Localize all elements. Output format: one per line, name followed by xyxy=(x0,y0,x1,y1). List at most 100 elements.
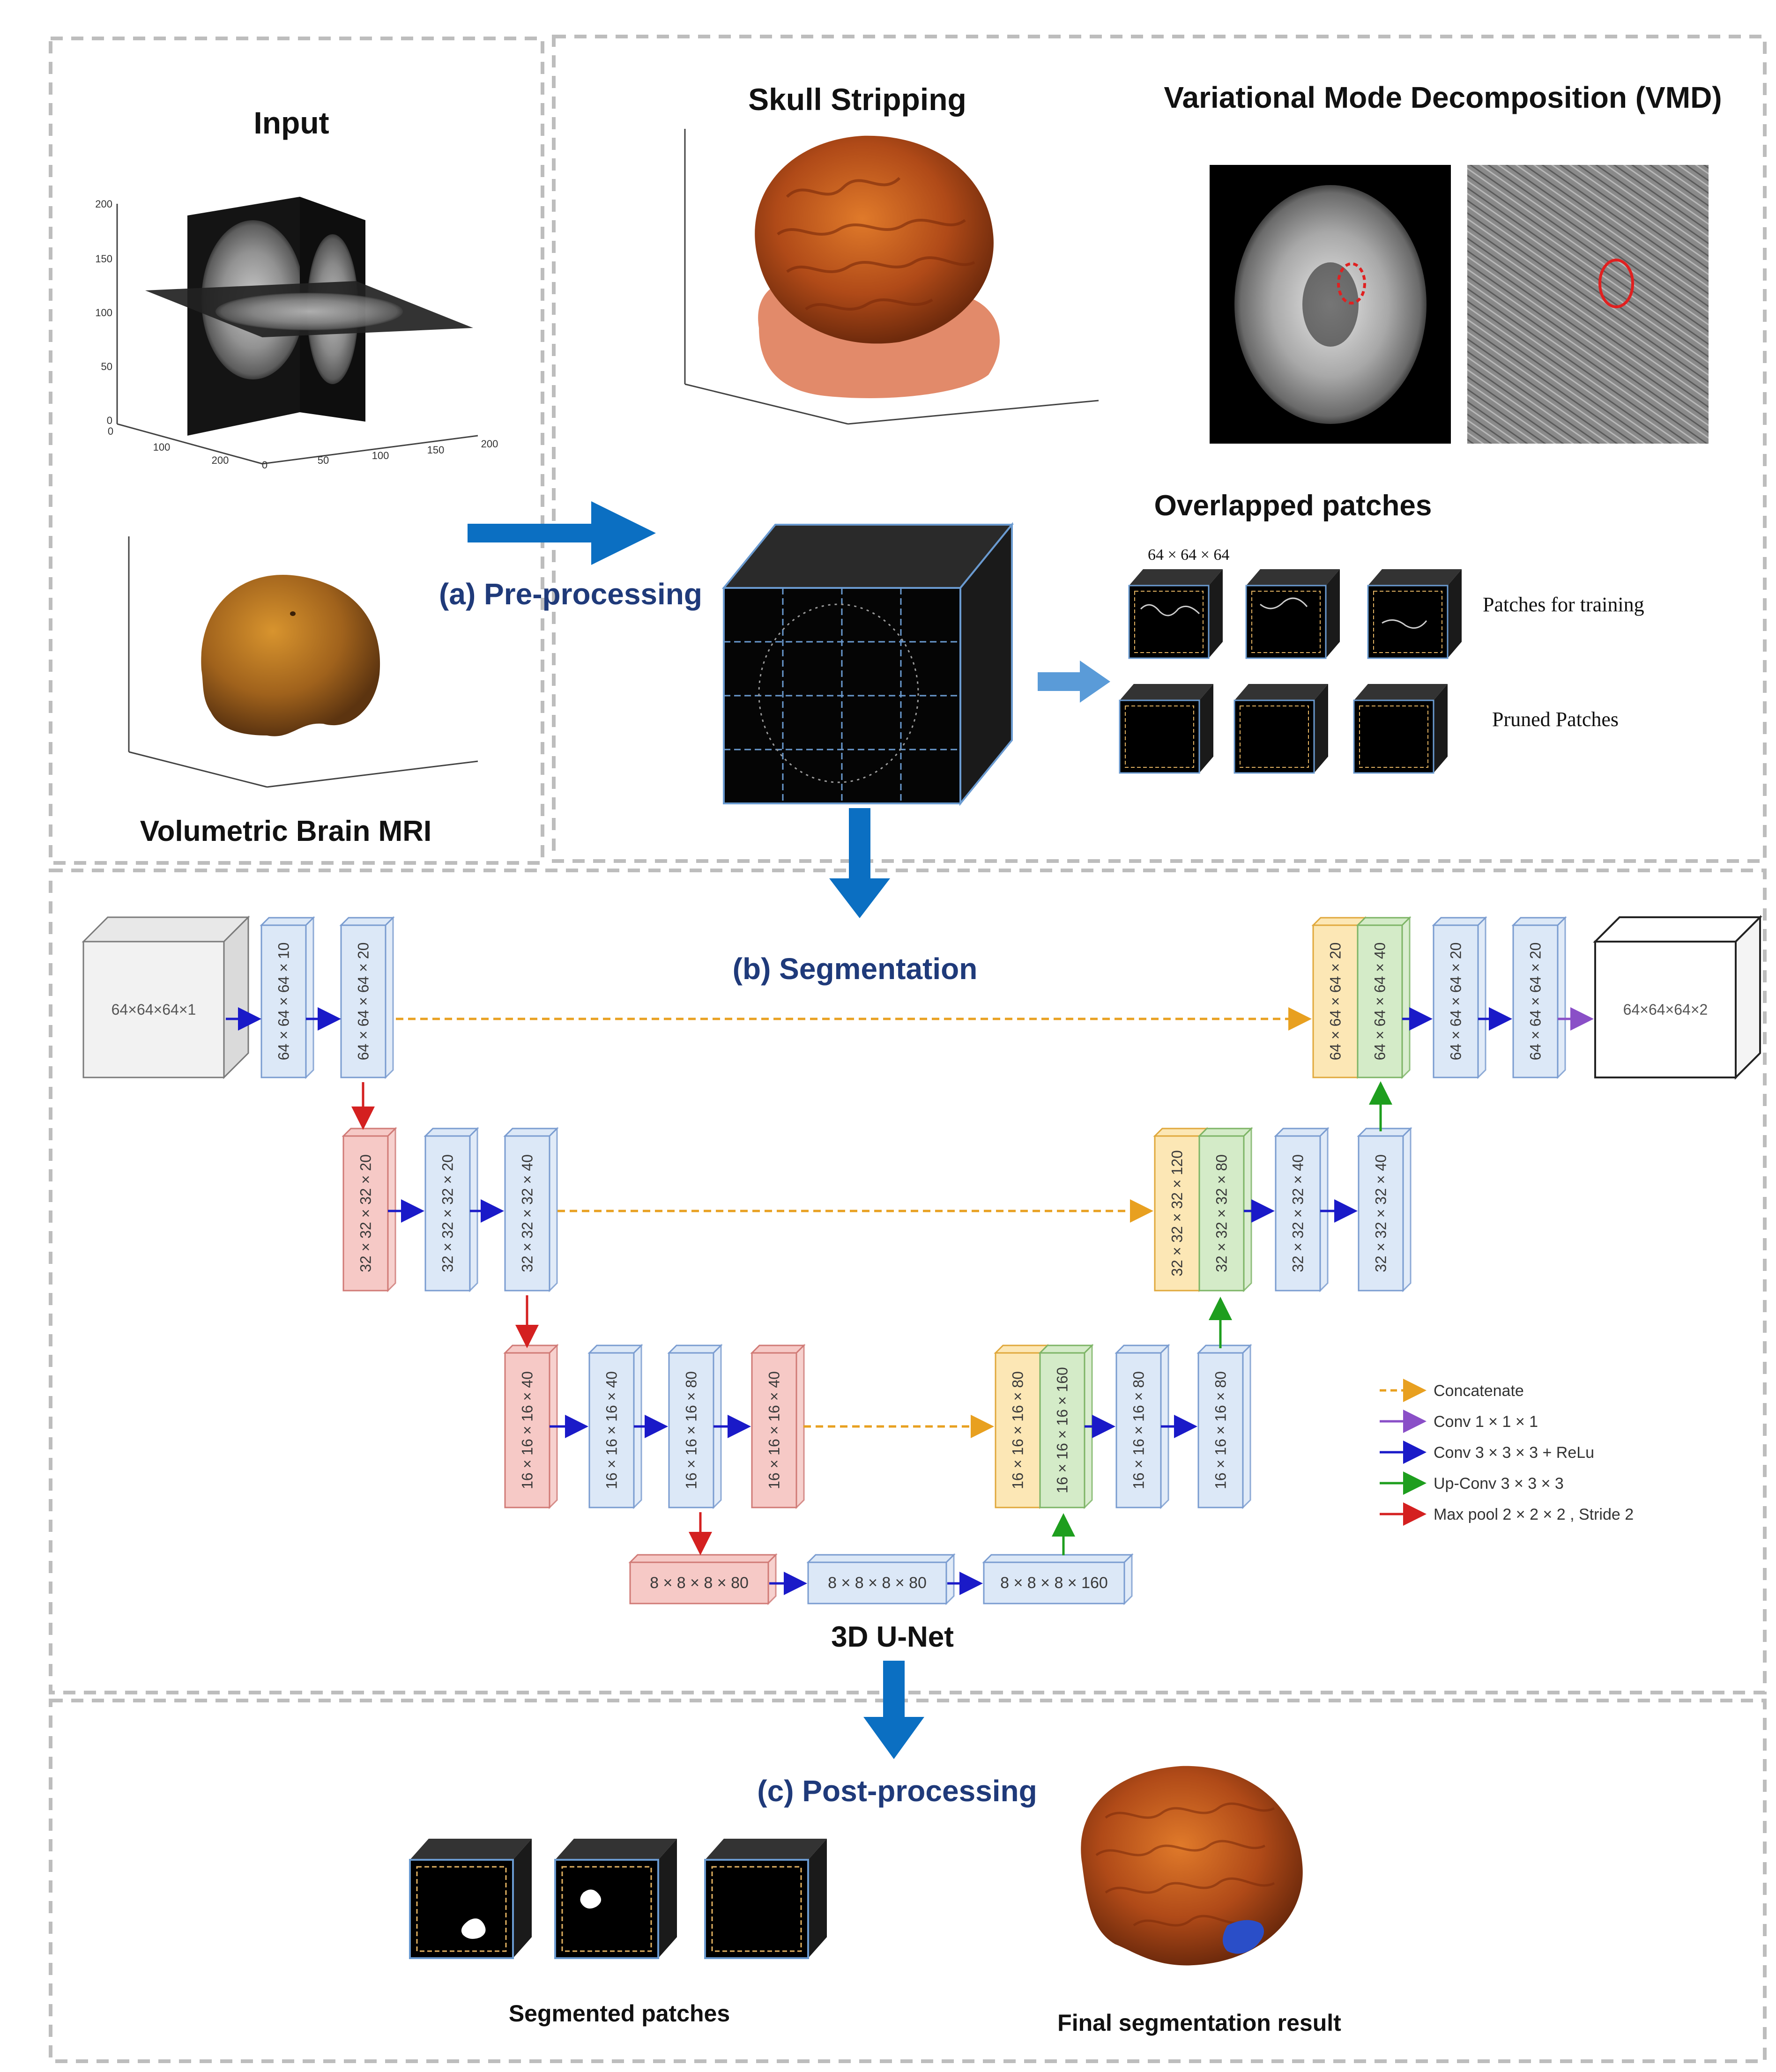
dec3-block-2: 16 × 16 × 16 × 80 xyxy=(1196,1344,1252,1509)
dec1-block-1: 64 × 64 × 64 × 20 xyxy=(1432,916,1487,1079)
block-label: 32 × 32 × 32 × 120 xyxy=(1169,1150,1186,1277)
bottom-block-1: 8 × 8 × 8 × 80 xyxy=(628,1553,778,1605)
svg-text:200: 200 xyxy=(481,438,498,450)
pruned-patch-cube xyxy=(1234,684,1328,774)
vmd-title: Variational Mode Decomposition (VMD) xyxy=(1164,81,1722,114)
block-label: 8 × 8 × 8 × 160 xyxy=(1000,1574,1108,1592)
block-label: 16 × 16 × 16 × 80 xyxy=(1212,1371,1229,1489)
block-label: 64 × 64 × 64 × 20 xyxy=(355,943,372,1061)
input-caption: Volumetric Brain MRI xyxy=(140,815,431,847)
head-render-plot xyxy=(128,536,478,788)
segmented-patch-cube xyxy=(409,1839,532,1959)
dec3-block-1: 16 × 16 × 16 × 80 xyxy=(1115,1344,1170,1509)
tumor-region xyxy=(1223,1920,1264,1954)
panel-preprocess-border xyxy=(552,35,1767,863)
lesion-mask xyxy=(461,1918,486,1939)
enc3-block-4: 16 × 16 × 16 × 40 xyxy=(750,1344,806,1509)
input-plot-ticks: 200 150 100 50 0 0 100 200 0 50 100 150 … xyxy=(95,198,498,471)
pruned-patches-label: Pruned Patches xyxy=(1492,708,1619,731)
patch-cube xyxy=(1245,569,1340,659)
vmd-mode-image xyxy=(1467,165,1709,444)
block-label: 64 × 64 × 64 × 20 xyxy=(1448,943,1464,1061)
enc2-block-1: 32 × 32 × 32 × 20 xyxy=(342,1127,397,1292)
block-label: 8 × 8 × 8 × 80 xyxy=(828,1574,927,1592)
patch-grid-cube xyxy=(721,522,1110,806)
stripped-brain xyxy=(755,135,994,344)
block-label: 32 × 32 × 32 × 20 xyxy=(357,1154,374,1272)
skull-stripping-plot xyxy=(684,129,1099,425)
segmentation-label: (b) Segmentation xyxy=(733,952,978,986)
output-cube: 64×64×64×2 xyxy=(1593,915,1762,1080)
svg-text:0: 0 xyxy=(108,425,113,437)
patch-cube xyxy=(1367,569,1462,659)
output-cube-label: 64×64×64×2 xyxy=(1623,1001,1708,1018)
block-label: 16 × 16 × 16 × 80 xyxy=(1010,1371,1026,1489)
svg-text:150: 150 xyxy=(95,253,112,265)
pruned-patch-cube xyxy=(1353,684,1448,774)
training-patches: 64 × 64 × 64 Patches for training xyxy=(1128,546,1644,659)
block-label: 16 × 16 × 16 × 40 xyxy=(519,1371,536,1489)
legend-label: Conv 1 × 1 × 1 xyxy=(1434,1413,1538,1431)
enc1-block-2: 64 × 64 × 64 × 20 xyxy=(339,916,395,1079)
block-label: 32 × 32 × 32 × 40 xyxy=(519,1154,536,1272)
head-surface xyxy=(201,574,380,736)
down-arrow-postprocess xyxy=(863,1661,924,1759)
input-title: Input xyxy=(253,105,329,140)
block-label: 8 × 8 × 8 × 80 xyxy=(650,1574,749,1592)
dec2-block-2: 32 × 32 × 32 × 40 xyxy=(1357,1127,1412,1292)
lesion-mask xyxy=(580,1889,602,1909)
bottom-block-2: 8 × 8 × 8 × 80 xyxy=(806,1553,956,1605)
segmented-patch-cube xyxy=(554,1839,677,1959)
dec3-concat-green: 16 × 16 × 16 × 160 xyxy=(1038,1344,1094,1509)
panel-borders xyxy=(49,35,1767,2063)
pruned-patches: Pruned Patches xyxy=(1119,684,1619,774)
patches-for-training-label: Patches for training xyxy=(1483,593,1644,616)
panel-titles: Input Volumetric Brain MRI Skull Strippi… xyxy=(140,81,1722,2036)
block-label: 32 × 32 × 32 × 80 xyxy=(1213,1154,1230,1272)
patch-size-label: 64 × 64 × 64 xyxy=(1148,546,1229,564)
preprocess-arrow xyxy=(468,501,656,565)
svg-text:0: 0 xyxy=(107,415,112,426)
block-label: 16 × 16 × 16 × 80 xyxy=(1130,1371,1147,1489)
block-label: 64 × 64 × 64 × 40 xyxy=(1372,943,1389,1061)
final-segmentation-brain xyxy=(1081,1766,1303,1966)
down-arrow-segmentation xyxy=(829,808,890,918)
postprocessing-label: (c) Post-processing xyxy=(757,1774,1037,1808)
block-label: 16 × 16 × 16 × 40 xyxy=(766,1371,783,1489)
dec1-block-2: 64 × 64 × 64 × 20 xyxy=(1511,916,1567,1079)
lesion-marker-mode xyxy=(1598,259,1634,308)
unet-title: 3D U-Net xyxy=(831,1621,954,1653)
panel-postprocess-border xyxy=(49,1699,1767,2063)
enc2-block-3: 32 × 32 × 32 × 40 xyxy=(503,1127,559,1292)
block-label: 64 × 64 × 64 × 20 xyxy=(1527,943,1544,1061)
dec2-block-1: 32 × 32 × 32 × 40 xyxy=(1274,1127,1330,1292)
panel-input-border xyxy=(49,37,544,865)
legend-item: Conv 1 × 1 × 1 xyxy=(1380,1410,1538,1433)
enc3-block-1: 16 × 16 × 16 × 40 xyxy=(503,1344,559,1509)
segmented-patches xyxy=(409,1839,827,1959)
patch-cube xyxy=(1128,569,1223,659)
patches-arrow xyxy=(1038,661,1110,703)
block-label: 32 × 32 × 32 × 40 xyxy=(1373,1154,1390,1272)
mri-slices-plot: 200 150 100 50 0 0 100 200 0 50 100 150 … xyxy=(95,197,498,471)
svg-text:200: 200 xyxy=(95,198,112,210)
svg-text:100: 100 xyxy=(153,441,171,453)
preprocessing-label: (a) Pre-processing xyxy=(439,577,702,611)
enc3-block-2: 16 × 16 × 16 × 40 xyxy=(587,1344,643,1509)
overlapped-patches-title: Overlapped patches xyxy=(1154,490,1432,522)
svg-text:150: 150 xyxy=(427,444,445,456)
legend-item: Up-Conv 3 × 3 × 3 xyxy=(1380,1471,1564,1495)
lesion-marker xyxy=(1337,262,1366,304)
legend-label: Conv 3 × 3 × 3 + ReLu xyxy=(1434,1444,1594,1462)
vmd-images xyxy=(1210,165,1709,444)
block-label: 16 × 16 × 16 × 160 xyxy=(1054,1367,1071,1493)
svg-text:0: 0 xyxy=(262,459,268,471)
block-label: 32 × 32 × 32 × 40 xyxy=(1290,1154,1307,1272)
legend-label: Concatenate xyxy=(1434,1382,1524,1400)
panel-segmentation-border xyxy=(49,869,1767,1694)
block-label: 32 × 32 × 32 × 20 xyxy=(439,1154,456,1272)
segmented-patch-cube xyxy=(704,1839,827,1959)
